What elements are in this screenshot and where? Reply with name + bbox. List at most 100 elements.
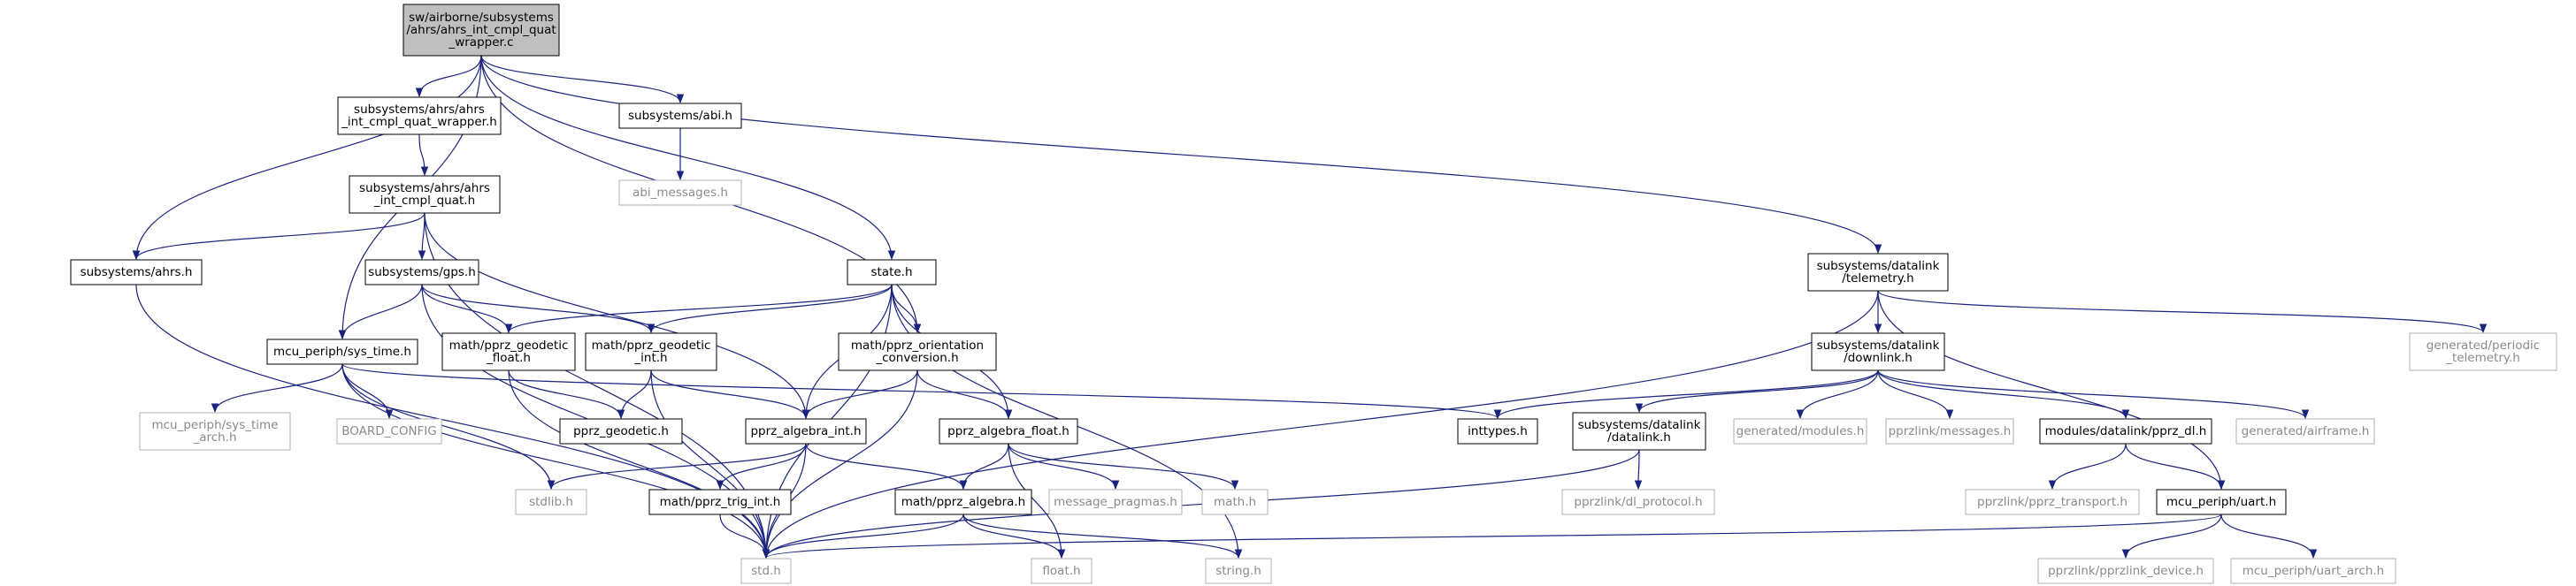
node-box bbox=[1031, 558, 1092, 584]
node-label: /downlink.h bbox=[1844, 351, 1913, 365]
edge-root-to-ahrs_h bbox=[132, 55, 482, 261]
node-uart-h[interactable]: mcu_periph/uart.h bbox=[2156, 489, 2287, 515]
node-label: pprz_algebra_int.h bbox=[750, 424, 861, 438]
node-label: /datalink.h bbox=[1607, 430, 1671, 445]
edge-pprz_dl-to-pprz_transport bbox=[2048, 443, 2127, 491]
node-label: message_pragmas.h bbox=[1054, 495, 1177, 509]
edge-gps_h-to-geodetic_int bbox=[421, 284, 656, 334]
node-inttypes[interactable]: inttypes.h bbox=[1457, 418, 1538, 445]
node-gen-modules: generated/modules.h bbox=[1733, 418, 1867, 445]
node-label: mcu_periph/sys_time bbox=[151, 418, 278, 432]
node-label: std.h bbox=[751, 564, 781, 578]
node-label: _int.h bbox=[633, 351, 667, 365]
node-box bbox=[402, 4, 560, 57]
edge-orientation-to-std_h bbox=[762, 369, 918, 559]
node-float-h: float.h bbox=[1031, 558, 1092, 584]
node-state-h[interactable]: state.h bbox=[847, 259, 937, 285]
node-abi-h[interactable]: subsystems/abi.h bbox=[618, 103, 742, 129]
edge-telemetry_h-to-periodic_tel bbox=[1877, 290, 2488, 334]
node-box bbox=[1572, 412, 1706, 451]
edge-geodetic_int-to-geodetic_h bbox=[617, 369, 652, 420]
node-wrapper-h[interactable]: subsystems/ahrs/ahrs_int_cmpl_quat_wrapp… bbox=[337, 96, 502, 135]
node-telemetry-h[interactable]: subsystems/datalink/telemetry.h bbox=[1807, 253, 1949, 292]
node-orientation[interactable]: math/pprz_orientation_conversion.h bbox=[838, 332, 997, 371]
node-geodetic-int[interactable]: math/pprz_geodetic_int.h bbox=[585, 332, 717, 371]
edge-state_h-to-geodetic_int bbox=[647, 284, 893, 334]
node-abi-messages: abi_messages.h bbox=[618, 179, 742, 206]
node-label: BOARD_CONFIG bbox=[341, 424, 437, 438]
node-box bbox=[441, 332, 576, 371]
edge-geodetic_float-to-geodetic_h bbox=[508, 369, 625, 420]
node-pprz-algebra[interactable]: math/pprz_algebra.h bbox=[894, 489, 1032, 515]
node-label: pprz_algebra_float.h bbox=[947, 424, 1070, 438]
node-pprz-dl[interactable]: modules/datalink/pprz_dl.h bbox=[2039, 418, 2212, 445]
node-cmpl-quat-h[interactable]: subsystems/ahrs/ahrs_int_cmpl_quat.h bbox=[349, 175, 501, 214]
node-label: pprz_geodetic.h bbox=[573, 424, 669, 438]
node-label: generated/airframe.h bbox=[2242, 424, 2370, 438]
edge-cmpl_quat_h-to-ahrs_h bbox=[132, 212, 426, 261]
edge-geodetic_float-to-std_h bbox=[508, 369, 770, 559]
edge-sys_time_h-to-std_h bbox=[341, 363, 770, 559]
node-box bbox=[1201, 489, 1269, 515]
node-box bbox=[2039, 418, 2212, 445]
edge-uart_h-to-std_h bbox=[763, 514, 2222, 559]
node-box bbox=[1807, 253, 1949, 292]
node-label: _arch.h bbox=[192, 430, 236, 445]
edge-downlink_h-to-pprzlink_messages bbox=[1877, 369, 1954, 420]
node-label: mcu_periph/uart.h bbox=[2166, 495, 2276, 509]
node-label: generated/modules.h bbox=[1736, 424, 1865, 438]
node-label: state.h bbox=[870, 265, 912, 279]
edge-uart_h-to-pprzlink_device bbox=[2121, 514, 2222, 559]
node-root[interactable]: sw/airborne/subsystems/ahrs/ahrs_int_cmp… bbox=[402, 4, 560, 57]
edge-gps_h-to-sys_time_h bbox=[338, 284, 423, 340]
node-trig-int[interactable]: math/pprz_trig_int.h bbox=[648, 489, 792, 515]
node-sys-time-h[interactable]: mcu_periph/sys_time.h bbox=[266, 339, 418, 365]
node-box bbox=[2409, 332, 2557, 371]
node-label: pprzlink/messages.h bbox=[1889, 424, 2012, 438]
node-box bbox=[2156, 489, 2287, 515]
node-box bbox=[838, 332, 997, 371]
node-label: /telemetry.h bbox=[1842, 271, 1913, 285]
node-box bbox=[515, 489, 587, 515]
edge-gps_h-to-geodetic_float bbox=[421, 284, 513, 334]
node-label: abi_messages.h bbox=[632, 186, 728, 200]
edge-root-to-wrapper_h bbox=[415, 55, 482, 98]
edge-geodetic_int-to-algebra_int bbox=[650, 369, 810, 420]
edge-downlink_h-to-datalink_h bbox=[1635, 369, 1879, 414]
edge-root-to-abi_h bbox=[480, 55, 685, 104]
edge-downlink_h-to-inttypes bbox=[1493, 369, 1879, 420]
node-uart-arch: mcu_periph/uart_arch.h bbox=[2230, 558, 2396, 584]
edge-pprz_algebra-to-float_h bbox=[962, 514, 1066, 559]
node-label: _conversion.h bbox=[875, 351, 958, 365]
node-ahrs-h[interactable]: subsystems/ahrs.h bbox=[70, 259, 203, 285]
node-downlink-h[interactable]: subsystems/datalink/downlink.h bbox=[1811, 332, 1945, 371]
node-box bbox=[139, 412, 291, 451]
node-label: _wrapper.c bbox=[448, 35, 513, 49]
edge-algebra_int-to-pprz_algebra bbox=[805, 443, 968, 491]
edge-sys_time_h-to-stdlib bbox=[341, 363, 556, 491]
node-gps-h[interactable]: subsystems/gps.h bbox=[364, 259, 479, 285]
node-box bbox=[1205, 558, 1272, 584]
node-box bbox=[894, 489, 1032, 515]
node-label: math/pprz_trig_int.h bbox=[660, 495, 781, 509]
node-label: subsystems/ahrs/ahrs bbox=[354, 103, 485, 117]
node-label: subsystems/abi.h bbox=[628, 109, 732, 123]
node-algebra-float[interactable]: pprz_algebra_float.h bbox=[939, 418, 1078, 445]
node-geodetic-h[interactable]: pprz_geodetic.h bbox=[559, 418, 683, 445]
node-geodetic-float[interactable]: math/pprz_geodetic_float.h bbox=[441, 332, 576, 371]
node-label: math/pprz_geodetic bbox=[449, 339, 569, 353]
node-label: mcu_periph/uart_arch.h bbox=[2242, 564, 2385, 578]
node-datalink-h[interactable]: subsystems/datalink/datalink.h bbox=[1572, 412, 1706, 451]
node-box bbox=[618, 103, 742, 129]
edge-algebra_int-to-trig_int bbox=[716, 443, 807, 491]
edge-algebra_float-to-float_h bbox=[1008, 443, 1066, 559]
edge-sys_time_h-to-inttypes bbox=[341, 363, 1501, 420]
node-box bbox=[648, 489, 792, 515]
node-algebra-int[interactable]: pprz_algebra_int.h bbox=[745, 418, 867, 445]
node-box bbox=[1965, 489, 2140, 515]
node-message-pragmas: message_pragmas.h bbox=[1048, 489, 1183, 515]
node-label: pprzlink/dl_protocol.h bbox=[1574, 495, 1702, 509]
node-sys-time-arch: mcu_periph/sys_time_arch.h bbox=[139, 412, 291, 451]
node-box bbox=[618, 179, 742, 206]
